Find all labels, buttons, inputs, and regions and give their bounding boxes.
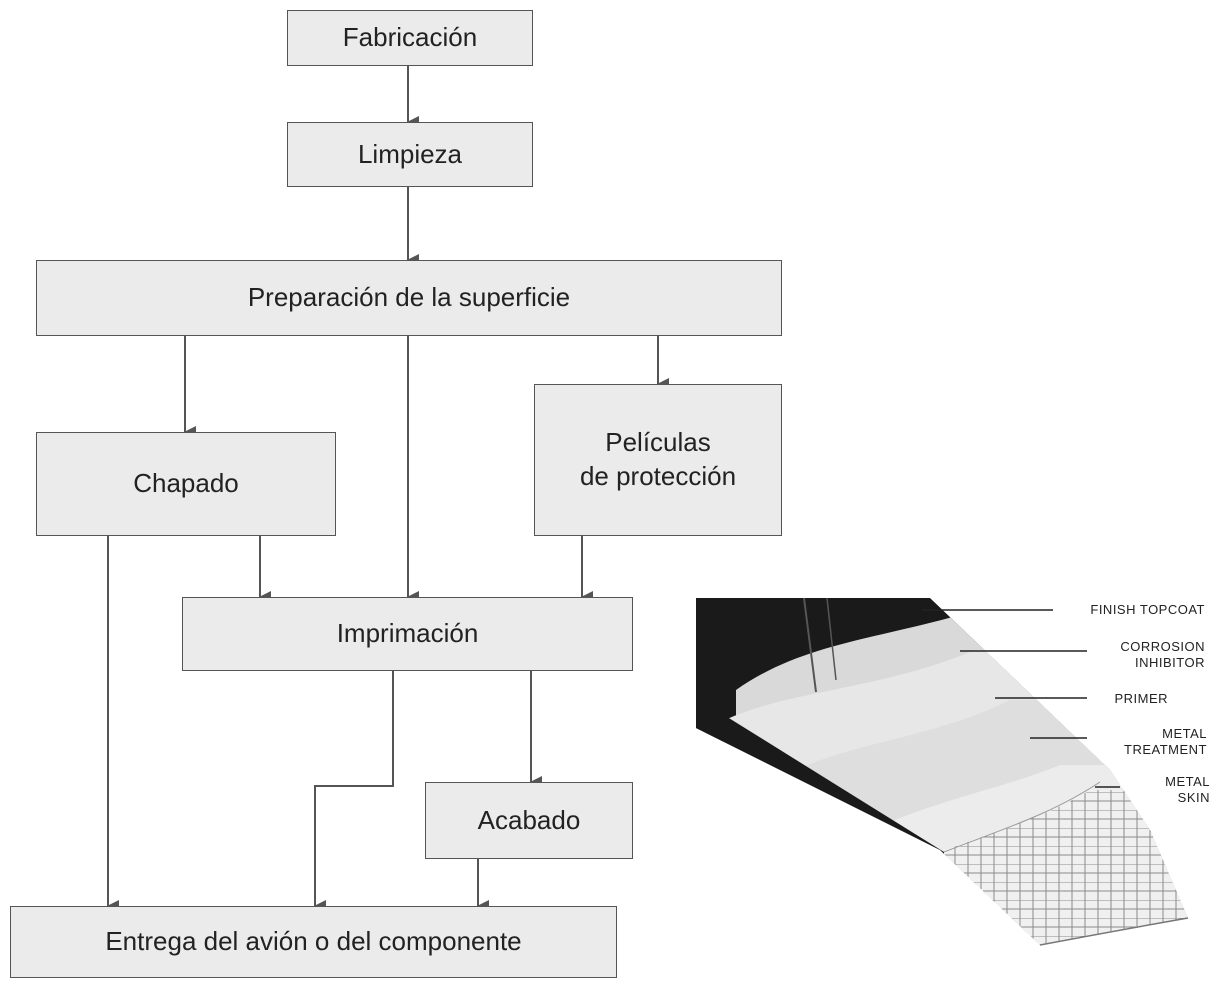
box-imprimacion: Imprimación — [182, 597, 633, 671]
box-acabado: Acabado — [425, 782, 633, 859]
box-limpieza: Limpieza — [287, 122, 533, 187]
callout-finish-topcoat: FINISH TOPCOAT — [1090, 602, 1205, 617]
label-chapado: Chapado — [133, 468, 239, 499]
label-peliculas: Películas de protección — [579, 427, 737, 491]
box-chapado: Chapado — [36, 432, 336, 536]
box-peliculas: Películas de protección — [534, 384, 782, 536]
box-preparacion: Preparación de la superficie — [36, 260, 782, 336]
callout-metal-treatment: METAL TREATMENT — [1124, 726, 1207, 758]
callout-metal-skin: METAL SKIN — [1165, 774, 1210, 806]
label-acabado: Acabado — [477, 804, 581, 835]
callout-primer: PRIMER — [1114, 691, 1168, 706]
callout-corrosion-inhibitor: CORROSION INHIBITOR — [1120, 639, 1205, 671]
arrow-imprimacion-entrega — [314, 671, 394, 912]
label-preparacion: Preparación de la superficie — [247, 282, 571, 313]
label-fabricacion: Fabricación — [342, 22, 478, 53]
label-entrega: Entrega del avión o del componente — [105, 926, 522, 957]
label-imprimacion: Imprimación — [336, 618, 479, 649]
box-entrega: Entrega del avión o del componente — [10, 906, 617, 978]
label-limpieza: Limpieza — [357, 138, 463, 169]
box-fabricacion: Fabricación — [287, 10, 533, 66]
